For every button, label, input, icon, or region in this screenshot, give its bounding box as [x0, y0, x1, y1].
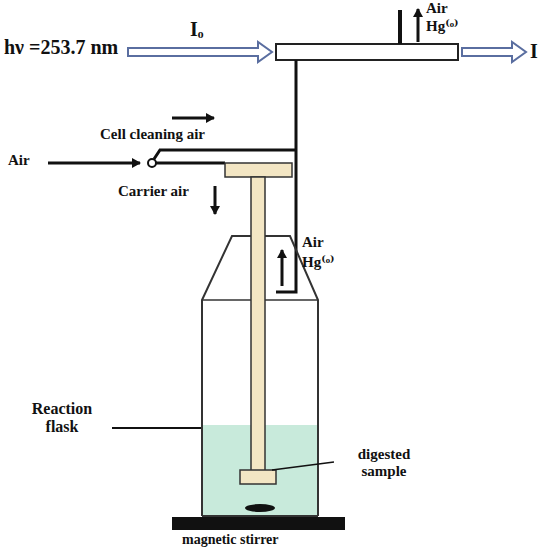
- stirrer-plate: [172, 517, 345, 530]
- leader-line: [272, 462, 334, 470]
- tube-tip: [240, 470, 276, 484]
- carrier-air-line: [156, 162, 225, 165]
- flow-label: Air: [302, 234, 324, 251]
- air-inlet: [48, 162, 140, 165]
- part-label: Reaction flask: [14, 400, 110, 437]
- light-beam-arrow: [128, 42, 272, 62]
- bubbler-tube: [251, 177, 265, 471]
- absorption-cell: [276, 44, 458, 60]
- part-label: magnetic stirrer: [182, 532, 279, 548]
- intensity-label: I: [530, 40, 538, 63]
- cleaning-air-line: [154, 150, 296, 159]
- wavelength-label: hν =253.7 nm: [4, 36, 118, 59]
- flow-arrow: [417, 9, 420, 42]
- cell-outlet: [398, 10, 402, 44]
- part-label: digested sample: [338, 446, 430, 481]
- flow-label: Carrier air: [118, 183, 189, 200]
- tube-cap: [225, 163, 292, 177]
- flow-label: Air: [8, 152, 30, 169]
- flask-bottom: [202, 515, 318, 517]
- leader-line: [112, 427, 201, 429]
- flow-label: Hg⁽ᵒ⁾: [302, 254, 334, 271]
- flow-arrow: [172, 117, 214, 120]
- valve: [148, 159, 156, 167]
- flow-arrow: [214, 186, 217, 214]
- flow-arrow: [281, 250, 284, 286]
- flow-label: Hg⁽ᵒ⁾: [426, 18, 458, 35]
- flow-label: Air: [426, 0, 448, 17]
- stir-bar: [245, 504, 275, 512]
- light-beam-arrow: [462, 42, 526, 62]
- flow-label: Cell cleaning air: [100, 126, 205, 143]
- intensity-label: Iₒ: [190, 18, 204, 41]
